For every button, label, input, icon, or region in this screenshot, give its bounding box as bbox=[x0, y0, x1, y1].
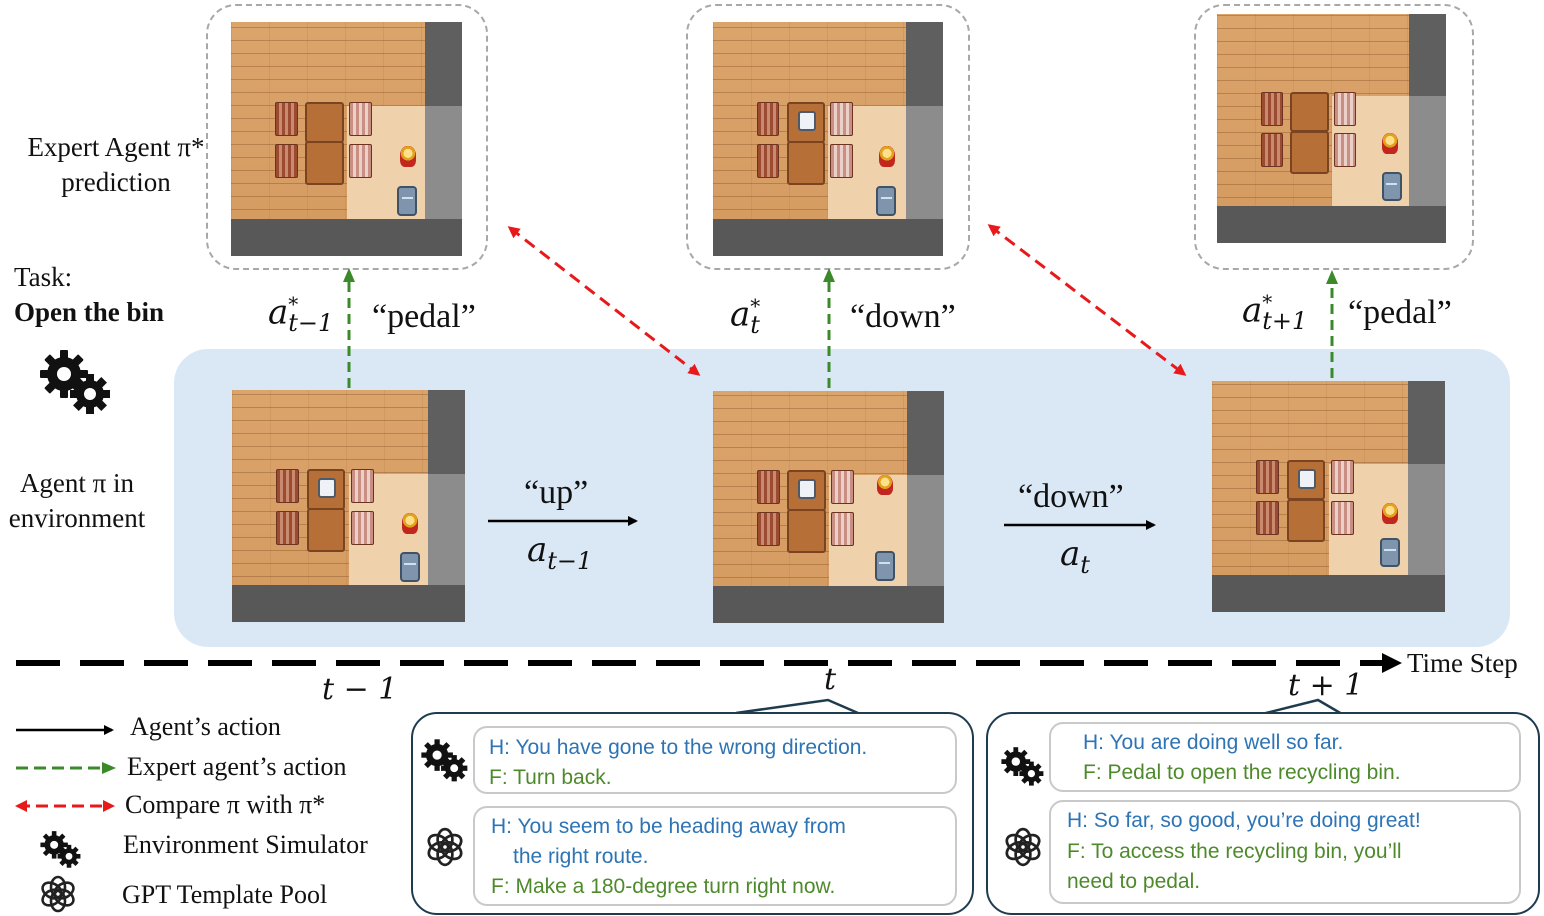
agent-action-word-2: “down” bbox=[1018, 478, 1124, 515]
expert-action-word-t: “down” bbox=[850, 298, 956, 335]
expert-arrowhead-t-plus-1 bbox=[1326, 270, 1338, 284]
gear-icon bbox=[1001, 747, 1044, 786]
agent-scene-t bbox=[713, 391, 944, 623]
legend-green-arrowhead bbox=[102, 762, 116, 774]
feedback-env-t-plus-1: H: You are doing well so far. F: Pedal t… bbox=[1049, 722, 1521, 792]
expert-action-word-t-minus-1: “pedal” bbox=[372, 298, 476, 335]
feedback-env-t-h: H: You have gone to the wrong direction. bbox=[489, 736, 868, 759]
agent-label-line2: environment bbox=[8, 503, 146, 533]
tick-t-minus-1: t − 1 bbox=[322, 672, 398, 707]
gear-icon bbox=[40, 831, 81, 868]
openai-logo-icon bbox=[1005, 827, 1041, 867]
compare-arrow-2 bbox=[987, 224, 1187, 376]
expert-label-line2: prediction bbox=[61, 167, 171, 197]
tick-t-plus-1: t + 1 bbox=[1288, 668, 1364, 703]
expert-action-symbol-t-minus-1: a*t−1 bbox=[268, 292, 334, 338]
expert-scene-t-minus-1 bbox=[231, 22, 462, 256]
compare-arrow-1 bbox=[507, 226, 701, 376]
gear-icon bbox=[40, 350, 110, 414]
agent-action-word-1: “up” bbox=[524, 474, 589, 511]
time-step-label: Time Step bbox=[1407, 648, 1518, 678]
expert-action-symbol-t-plus-1: a*t+1 bbox=[1242, 290, 1308, 336]
feedback-gpt-t: H: You seem to be heading away from the … bbox=[473, 806, 957, 906]
feedback-gpt-t1-f2: need to pedal. bbox=[1067, 870, 1201, 893]
expert-arrowhead-t-minus-1 bbox=[343, 268, 355, 282]
timeline-arrowhead bbox=[1382, 653, 1402, 673]
expert-prediction-label: Expert Agent π* prediction bbox=[0, 130, 232, 200]
agent-action-symbol-2: at bbox=[1060, 534, 1090, 579]
expert-label-line1: Expert Agent π* bbox=[27, 132, 205, 162]
expert-scene-t bbox=[713, 22, 943, 256]
expert-action-word-t-plus-1: “pedal” bbox=[1348, 294, 1452, 331]
feedback-env-t1-h: H: You are doing well so far. bbox=[1083, 731, 1344, 754]
feedback-gpt-t-h2: the right route. bbox=[513, 845, 649, 868]
feedback-gpt-t1-f1: F: To access the recycling bin, you’ll bbox=[1067, 840, 1402, 863]
feedback-gpt-t-plus-1: H: So far, so good, you’re doing great! … bbox=[1049, 800, 1521, 904]
openai-logo-icon bbox=[427, 827, 463, 867]
feedback-gpt-t-h1: H: You seem to be heading away from bbox=[491, 815, 846, 838]
agent-scene-t-minus-1 bbox=[232, 390, 465, 622]
legend-agent-action: Agent’s action bbox=[130, 712, 281, 741]
legend-gpt-pool: GPT Template Pool bbox=[122, 880, 328, 909]
feedback-env-t-f: F: Turn back. bbox=[489, 766, 612, 789]
callout-pointer-t bbox=[735, 698, 859, 715]
expert-arrowhead-t bbox=[823, 268, 835, 282]
task-title: Task: bbox=[14, 262, 73, 292]
agent-environment-label: Agent π in environment bbox=[0, 466, 154, 536]
expert-action-symbol-t: a*t bbox=[730, 294, 761, 340]
feedback-gpt-t-f: F: Make a 180-degree turn right now. bbox=[491, 875, 836, 898]
legend-env-sim: Environment Simulator bbox=[123, 830, 368, 859]
legend-expert-action: Expert agent’s action bbox=[127, 752, 347, 781]
feedback-gpt-t1-h: H: So far, so good, you’re doing great! bbox=[1067, 809, 1421, 832]
expert-scene-t-plus-1 bbox=[1217, 14, 1446, 243]
feedback-env-t1-f: F: Pedal to open the recycling bin. bbox=[1083, 761, 1401, 784]
feedback-env-t: H: You have gone to the wrong direction.… bbox=[473, 726, 957, 794]
tick-t: t bbox=[824, 662, 837, 697]
agent-action-symbol-1: at−1 bbox=[527, 530, 593, 575]
openai-logo-icon bbox=[41, 875, 75, 913]
agent-label-line1: Agent π in bbox=[19, 468, 135, 498]
gear-icon bbox=[421, 739, 468, 782]
legend-compare: Compare π with π* bbox=[125, 790, 326, 819]
callout-pointer-t-plus-1 bbox=[1261, 698, 1343, 716]
task-name: Open the bin bbox=[14, 297, 165, 327]
agent-scene-t-plus-1 bbox=[1212, 381, 1445, 612]
